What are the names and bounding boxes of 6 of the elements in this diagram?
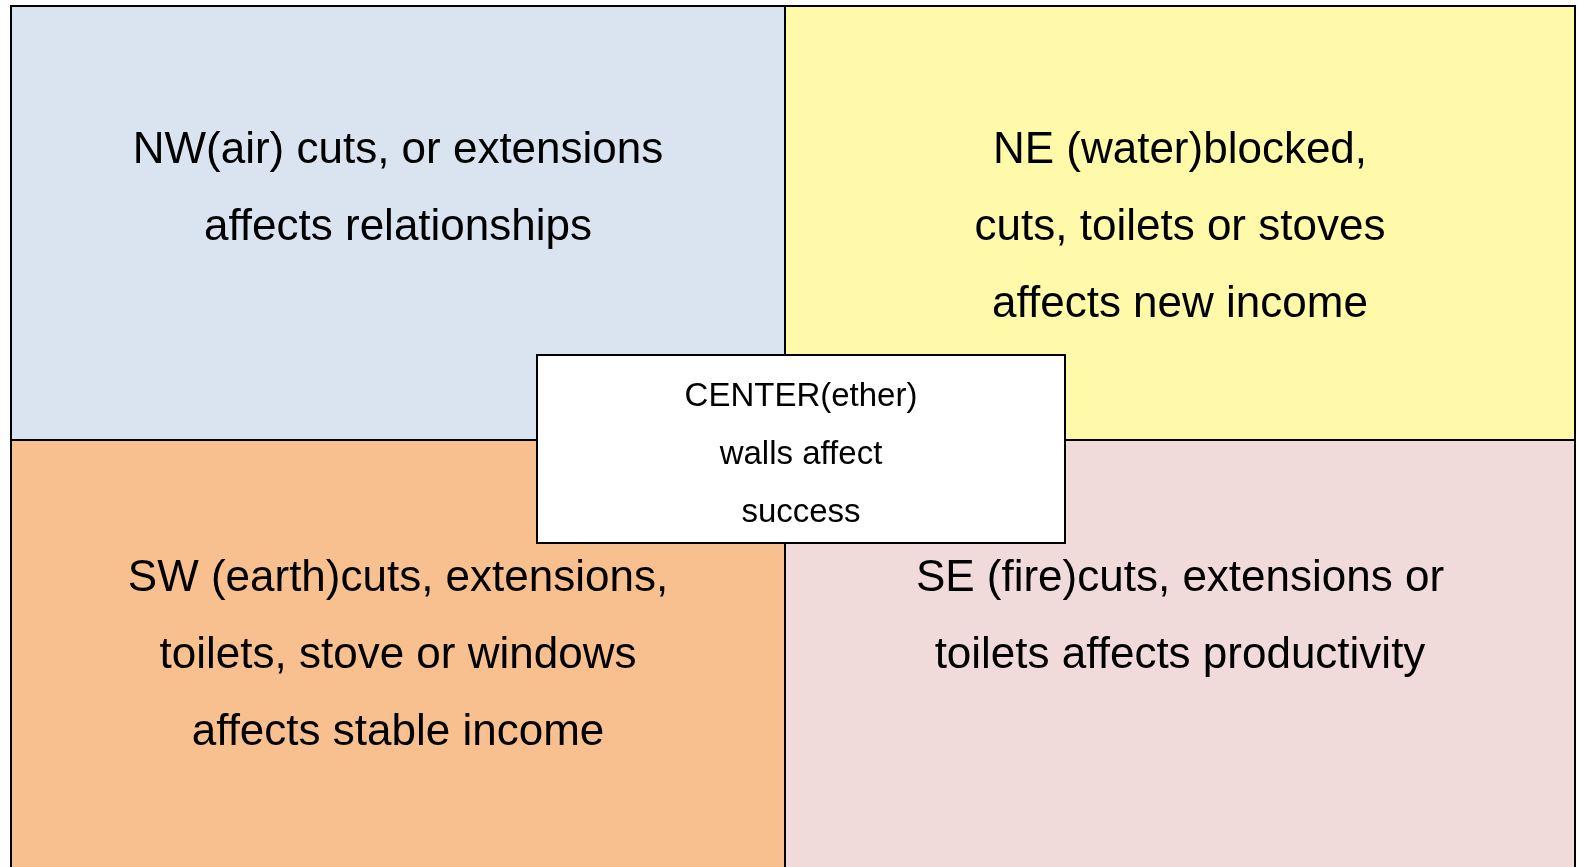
region-text: SW (earth)cuts, extensions, toilets, stove or windows affects stable income [126, 550, 670, 756]
center-box [536, 354, 1066, 544]
region-text: NW(air) cuts, or extensions affects relationships [131, 122, 665, 251]
region-text: SE (fire)cuts, extensions or toilets affects productivity [914, 550, 1446, 679]
region-text: NE (water)blocked, cuts, toilets or stoves affects new income [973, 122, 1387, 328]
region-text: CENTER(ether) walls affect success [683, 375, 919, 531]
